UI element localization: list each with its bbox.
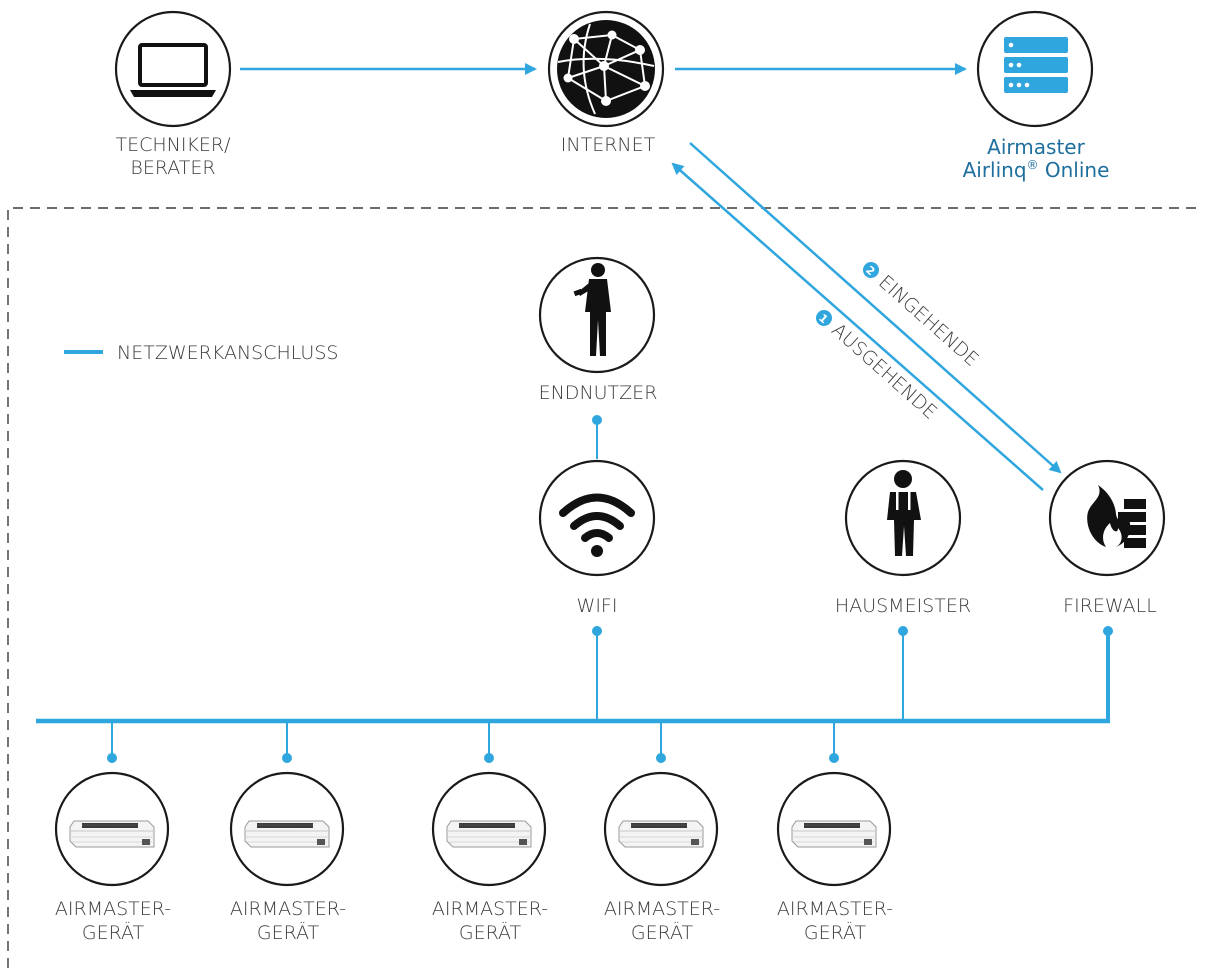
end-user-node	[538, 256, 656, 374]
worker-icon	[887, 470, 921, 556]
person-phone-icon	[573, 263, 611, 356]
internet-node	[547, 10, 665, 128]
wifi-connector-dot	[592, 626, 602, 636]
end-user-label: ENDNUTZER	[539, 382, 658, 404]
globe-network-icon	[557, 20, 655, 118]
device-4-label-line1: AIRMASTER-	[604, 898, 720, 920]
device-1-label-line1: AIRMASTER-	[55, 898, 171, 920]
device-3	[431, 721, 547, 887]
device-1-label-line2: GERÄT	[82, 921, 145, 944]
device-4-label-line2: GERÄT	[631, 921, 694, 944]
registered-mark: ®	[1027, 158, 1039, 172]
wifi-label: WIFI	[577, 595, 618, 617]
device-2	[229, 721, 345, 887]
airmaster-unit-icon	[791, 820, 877, 848]
incoming-number-badge	[863, 262, 879, 278]
technician-label-line1: TECHNIKER/	[115, 134, 231, 156]
cloud-label-line2: Airlinq® Online	[963, 158, 1110, 182]
device-2-label-line2: GERÄT	[257, 921, 320, 944]
device-5-label-line1: AIRMASTER-	[777, 898, 893, 920]
caretaker-connector-dot	[898, 626, 908, 636]
firewall-icon	[1087, 485, 1146, 548]
airmaster-unit-icon	[244, 820, 330, 848]
technician-label-line2: BERATER	[130, 157, 215, 179]
laptop-icon	[130, 43, 216, 97]
arrow-outgoing	[671, 162, 1044, 491]
outgoing-number-badge	[816, 310, 832, 326]
device-3-label-line2: GERÄT	[459, 921, 522, 944]
firewall-node	[1048, 459, 1166, 577]
end-user-connector-dot	[592, 415, 602, 425]
wifi-node	[538, 459, 656, 577]
legend: NETZWERKANSCHLUSS	[64, 342, 338, 364]
device-5-label-line2: GERÄT	[804, 921, 867, 944]
caretaker-node	[844, 459, 962, 577]
outgoing-label: AUSGEHENDE	[827, 319, 941, 424]
device-2-label-line1: AIRMASTER-	[230, 898, 346, 920]
technician-node	[114, 10, 232, 128]
arrow-incoming	[689, 142, 1062, 474]
firewall-label: FIREWALL	[1063, 595, 1157, 617]
legend-label: NETZWERKANSCHLUSS	[117, 342, 338, 364]
wifi-icon	[559, 493, 635, 542]
device-4	[603, 721, 719, 887]
caretaker-label: HAUSMEISTER	[835, 595, 971, 617]
firewall-connector-dot	[1103, 626, 1113, 636]
server-icon	[1004, 37, 1068, 93]
device-1	[54, 721, 170, 887]
local-network-boundary	[7, 207, 1196, 970]
internet-label: INTERNET	[561, 134, 656, 156]
cloud-node	[976, 10, 1094, 128]
device-5	[776, 721, 892, 887]
airmaster-unit-icon	[446, 820, 532, 848]
airmaster-unit-icon	[69, 820, 155, 848]
airmaster-unit-icon	[618, 820, 704, 848]
device-3-label-line1: AIRMASTER-	[432, 898, 548, 920]
cloud-label-line1: Airmaster	[987, 135, 1085, 159]
